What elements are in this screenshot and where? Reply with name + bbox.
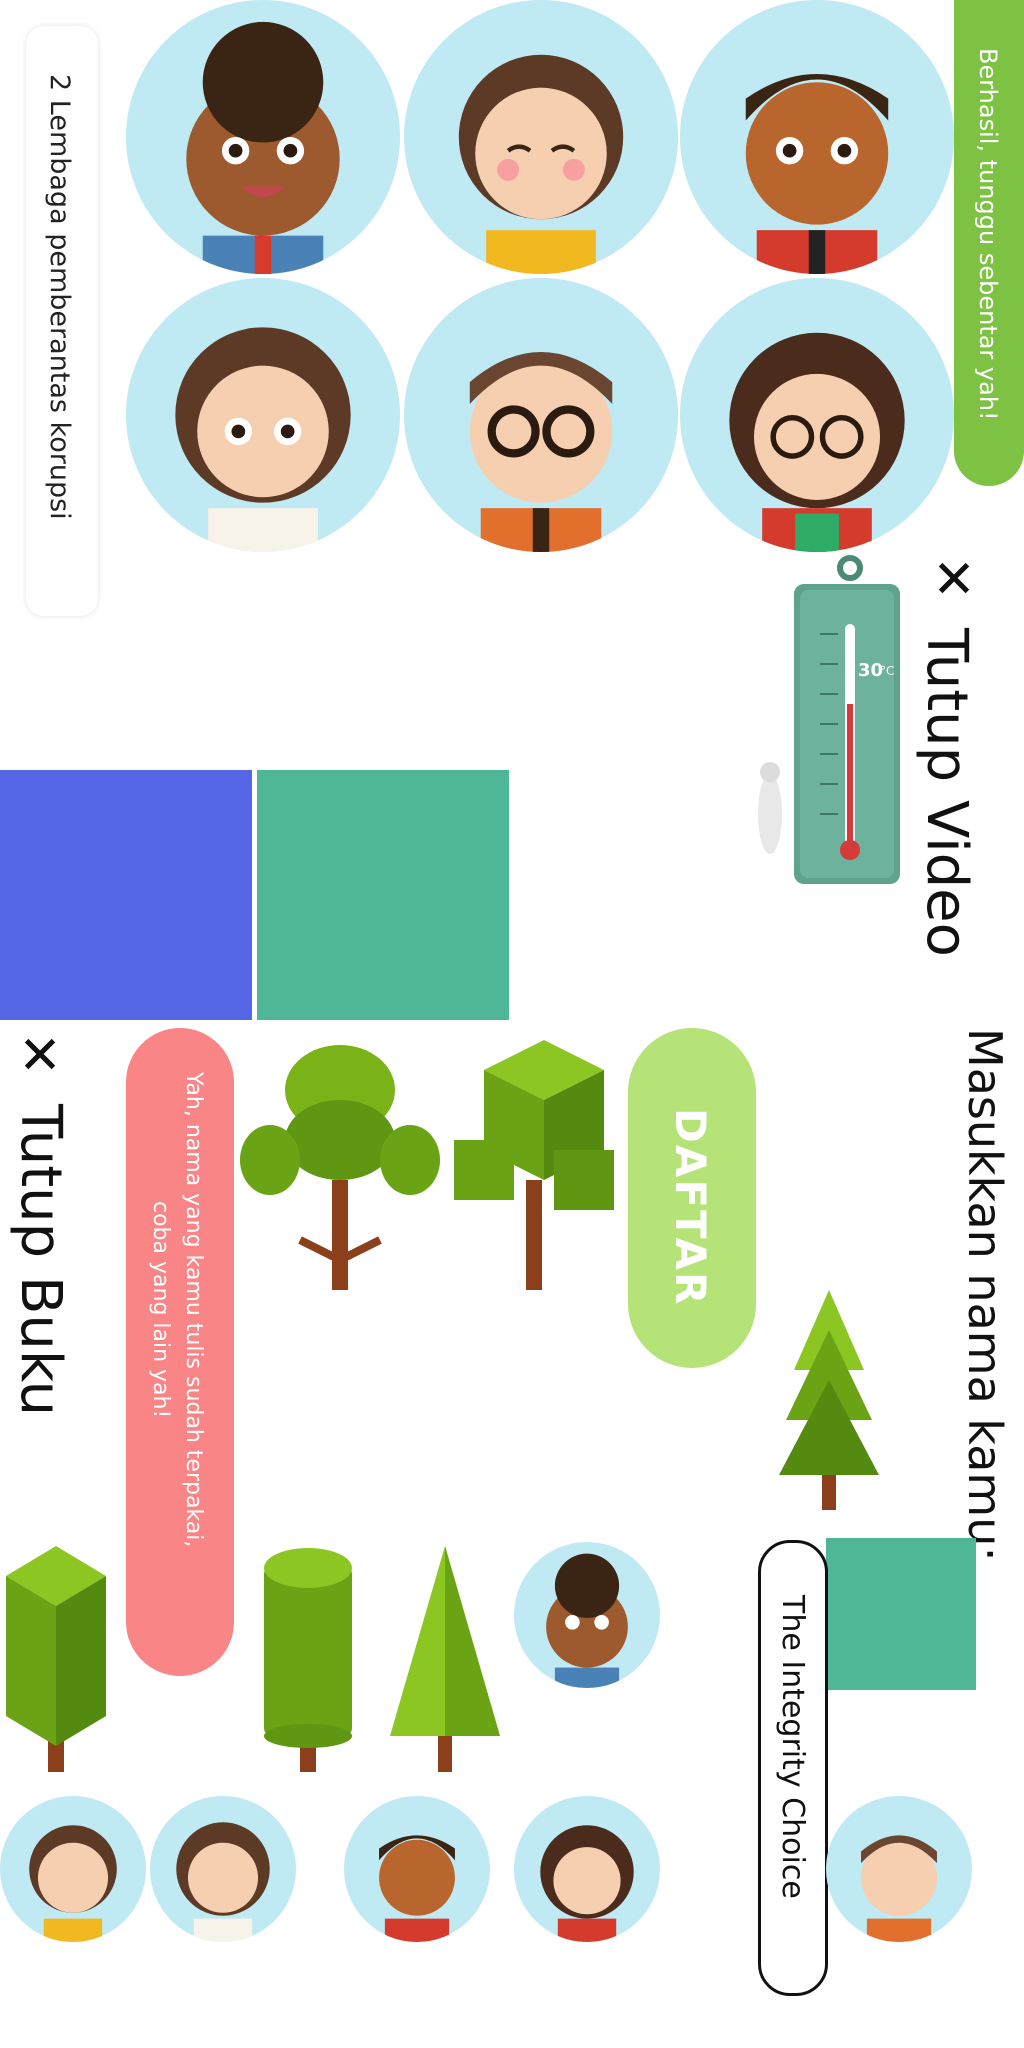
tree-cube-cluster <box>444 1030 624 1300</box>
register-button[interactable]: DAFTAR <box>628 1028 756 1368</box>
thermometer-value: 30 <box>858 660 884 681</box>
avatar-small-boy-glasses[interactable] <box>826 1796 972 1942</box>
tree-icon <box>779 1290 879 1510</box>
avatar-icon <box>29 1825 117 1942</box>
avatar-icon <box>186 21 340 274</box>
avatar-girl-brown-hair[interactable] <box>126 278 400 552</box>
avatar-icon <box>379 1835 455 1942</box>
tree-icon <box>390 1546 500 1772</box>
close-book-label[interactable]: Tutup Buku <box>8 1104 73 1417</box>
thermometer-icon <box>758 555 900 884</box>
tree-icon <box>264 1548 352 1772</box>
tree-icon <box>6 1546 106 1772</box>
teal-block <box>257 770 509 1020</box>
avatar-woman-glasses[interactable] <box>680 278 954 552</box>
success-toast: Berhasil, tunggu sebentar yah! <box>954 0 1024 486</box>
tree-pine <box>774 1290 884 1520</box>
avatar-boy-glasses[interactable] <box>404 278 678 552</box>
tree-cylinder <box>262 1546 354 1776</box>
avatar-icon <box>176 1822 270 1942</box>
error-text: Yah, nama yang kamu tulis sudah terpakai… <box>148 1072 206 1548</box>
avatar-girl-yellow[interactable] <box>404 0 678 274</box>
avatar-icon <box>175 327 351 552</box>
avatar-boy-red[interactable] <box>680 0 954 274</box>
tree-box <box>6 1546 106 1776</box>
register-button-label: DAFTAR <box>666 1108 715 1307</box>
close-video-icon[interactable]: ✕ <box>924 550 984 610</box>
teal-block-small <box>826 1538 976 1690</box>
avatar-icon <box>469 351 613 552</box>
name-prompt: Masukkan nama kamu: <box>958 1028 1012 1562</box>
name-input[interactable]: The Integrity Choice <box>758 1540 828 1996</box>
tree-icon <box>454 1040 614 1290</box>
avatar-icon <box>861 1835 937 1942</box>
success-text: Berhasil, tunggu sebentar yah! <box>974 48 1002 421</box>
institution-label: 2 Lembaga pemberantas korupsi <box>44 74 75 520</box>
error-message: Yah, nama yang kamu tulis sudah terpakai… <box>126 1028 234 1676</box>
thermometer-unit: °C <box>880 664 895 678</box>
avatar-small-boy-red[interactable] <box>344 1796 490 1942</box>
blue-block <box>0 770 252 1020</box>
avatar-small-woman-glasses[interactable] <box>514 1796 660 1942</box>
avatar-small-girl-brown-hair[interactable] <box>150 1796 296 1942</box>
tree-icon <box>240 1045 440 1290</box>
close-book-icon[interactable]: ✕ <box>10 1026 70 1086</box>
avatar-icon <box>745 73 889 274</box>
avatar-icon <box>546 1553 628 1688</box>
tree-round-cluster <box>240 1030 440 1300</box>
avatar-small-girl-yellow[interactable] <box>0 1796 146 1942</box>
avatar-small-boy-curly[interactable] <box>514 1542 660 1688</box>
close-video-label[interactable]: Tutup Video <box>914 628 979 957</box>
avatar-icon <box>540 1825 634 1942</box>
tree-cone <box>390 1546 500 1776</box>
avatar-icon <box>729 332 905 552</box>
avatar-boy-curly[interactable] <box>126 0 400 274</box>
avatar-icon <box>458 54 624 274</box>
thermometer-illustration: 30 °C <box>750 554 906 924</box>
institution-label-card: 2 Lembaga pemberantas korupsi <box>26 26 98 616</box>
name-input-value: The Integrity Choice <box>775 1595 810 1899</box>
